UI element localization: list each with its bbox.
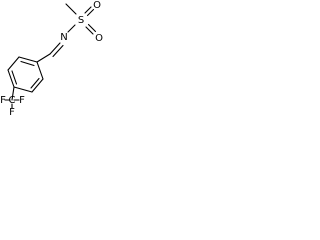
atom-label-fluorine-bottom: F: [9, 107, 15, 118]
bond-sulfur-oxygen-bottom: [85, 26, 94, 35]
bond-sulfur-oxygen-top: [84, 6, 92, 14]
bond-ring-inner-2: [11, 70, 18, 85]
atom-label-oxygen-top: O: [93, 0, 101, 11]
bond-ring-5: [31, 78, 44, 93]
bond-sulfur-nitrogen: [67, 24, 76, 33]
atom-labels: S O O N F C F F: [0, 0, 103, 118]
bond-ring-2: [7, 56, 20, 71]
bond-ring-cf3: [11, 86, 15, 101]
bond-ring-inner-3: [30, 77, 40, 89]
bond-sulfur-oxygen-top-double: [86, 8, 95, 17]
bond-sulfur-oxygen-bottom-double: [87, 23, 97, 33]
bond-nitrogen-methine-double: [52, 44, 64, 58]
bond-methyl-sulfur: [65, 3, 77, 15]
atom-label-oxygen-bottom: O: [95, 33, 103, 44]
bond-ring-inner-1: [20, 60, 35, 67]
bond-ring-4: [13, 86, 33, 93]
bond-ring-6: [36, 61, 44, 80]
bond-ring-1: [18, 56, 38, 63]
bond-ring-3: [7, 69, 15, 88]
atom-label-fluorine-left: F: [0, 95, 6, 106]
atom-label-sulfur: S: [78, 15, 84, 26]
bond-nitrogen-methine: [49, 42, 61, 55]
atom-label-fluorine-right: F: [19, 95, 25, 106]
bonds: [4, 3, 97, 109]
atom-label-nitrogen: N: [60, 32, 67, 43]
atom-label-carbon-cf3: C: [9, 95, 16, 106]
bond-methine-ring: [36, 53, 51, 63]
chemical-structure: S O O N F C F F: [0, 0, 103, 118]
